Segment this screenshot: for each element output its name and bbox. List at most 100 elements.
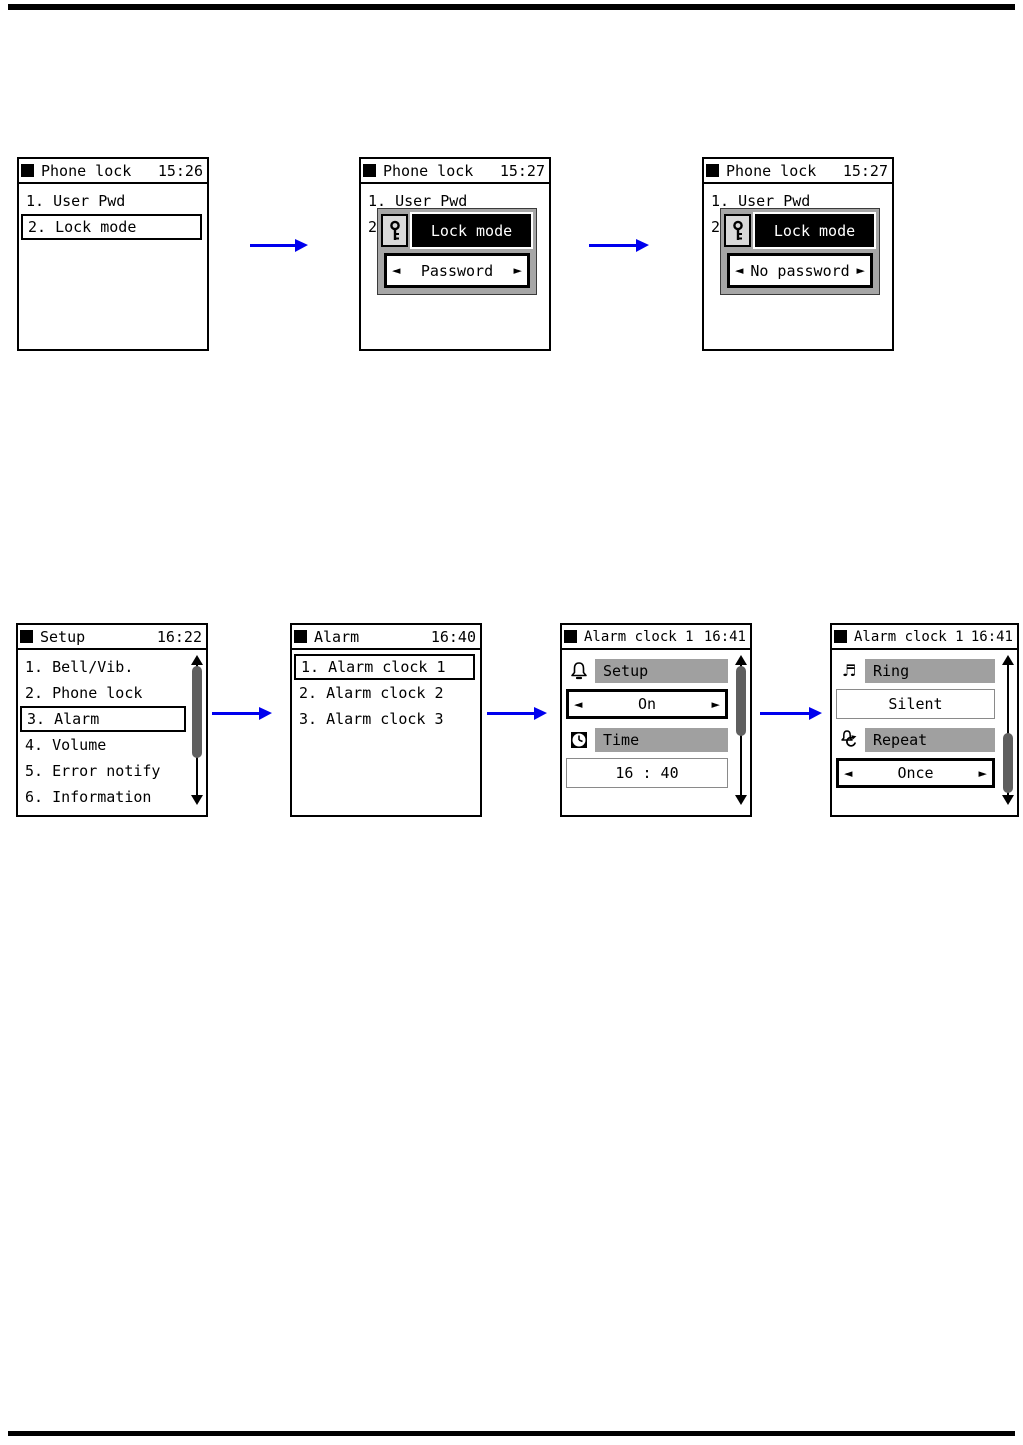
- repeat-once-selector[interactable]: ◄ Once ►: [836, 758, 995, 788]
- arrow-head: [295, 239, 308, 252]
- music-note-icon: ♬: [836, 659, 862, 683]
- section-label-ring: Ring: [865, 659, 995, 683]
- time-value-field[interactable]: 16 : 40: [566, 758, 728, 788]
- screen-header: Phone lock 15:26: [19, 159, 207, 184]
- flow-arrow-3: [212, 707, 272, 720]
- selector-value: No password: [750, 261, 850, 280]
- screen-title: Alarm clock 1: [584, 628, 694, 645]
- selector-left-arrow-icon[interactable]: ◄: [844, 766, 853, 780]
- page-bottom-rule: [8, 1431, 1015, 1436]
- menu-item-alarm-clock-3[interactable]: 3. Alarm clock 3: [299, 710, 444, 728]
- menu-square-icon: [834, 630, 847, 643]
- selector-left-arrow-icon[interactable]: ◄: [735, 264, 744, 277]
- section-label-setup: Setup: [595, 659, 728, 683]
- clock-text: 16:41: [703, 628, 746, 645]
- menu-item-lock-mode-selected[interactable]: 2. Lock mode: [21, 214, 202, 240]
- section-setup-row: Setup: [566, 659, 728, 683]
- screen-header: Alarm 16:40: [292, 625, 480, 650]
- selector-value: Password: [420, 261, 494, 280]
- arrow-head: [259, 707, 272, 720]
- menu-square-icon: [294, 630, 307, 643]
- lock-mode-popup: Lock mode ◄ Password ►: [377, 208, 537, 295]
- screen-header: Phone lock 15:27: [704, 159, 892, 184]
- popup-title: Lock mode: [753, 212, 876, 249]
- section-time-row: Time: [566, 728, 728, 752]
- screen-title: Setup: [40, 627, 86, 646]
- selector-right-arrow-icon[interactable]: ►: [978, 766, 987, 780]
- screen-title: Phone lock: [726, 161, 817, 180]
- menu-item-volume[interactable]: 4. Volume: [25, 736, 107, 754]
- menu-item-user-pwd[interactable]: 1. User Pwd: [368, 192, 468, 210]
- alarm-bell-icon: [566, 659, 592, 683]
- clock-text: 16:41: [970, 628, 1013, 645]
- section-ring-row: ♬ Ring: [836, 659, 995, 683]
- menu-item-alarm-clock-1-selected[interactable]: 1. Alarm clock 1: [294, 654, 475, 680]
- scrollbar[interactable]: [190, 655, 204, 805]
- section-repeat-row: Repeat: [836, 728, 995, 752]
- menu-square-icon: [20, 630, 33, 643]
- phone-screen-lock-2: Phone lock 15:27 1. User Pwd 2. Lock mod…: [359, 157, 551, 351]
- menu-item-alarm-selected[interactable]: 3. Alarm: [20, 706, 186, 732]
- lock-mode-selector[interactable]: ◄ Password ►: [384, 253, 530, 288]
- menu-item-user-pwd[interactable]: 1. User Pwd: [26, 192, 126, 210]
- selector-value: Once: [897, 764, 934, 782]
- arrow-head: [534, 707, 547, 720]
- phone-screen-setup: Setup 16:22 1. Bell/Vib. 2. Phone lock 3…: [16, 623, 208, 817]
- clock-text: 15:27: [499, 161, 545, 180]
- section-label-repeat: Repeat: [865, 728, 995, 752]
- menu-item-information[interactable]: 6. Information: [25, 788, 152, 806]
- screen-body: 1. User Pwd 2. Lock mode: [19, 184, 207, 347]
- selector-right-arrow-icon[interactable]: ►: [711, 697, 720, 711]
- clock-icon: [566, 728, 592, 752]
- clock-text: 16:40: [430, 627, 476, 646]
- screen-header: Alarm clock 1 16:41: [832, 625, 1017, 650]
- flow-arrow-1: [250, 239, 308, 252]
- selector-value: On: [637, 695, 657, 713]
- popup-title-row: Lock mode: [721, 209, 879, 249]
- repeat-bell-icon: [836, 728, 862, 752]
- phone-screen-alarm-clock-setup: Alarm clock 1 16:41 Setup ◄ On ►: [560, 623, 752, 817]
- screen-body: 1. Bell/Vib. 2. Phone lock 3. Alarm 4. V…: [18, 650, 206, 813]
- menu-item-user-pwd[interactable]: 1. User Pwd: [711, 192, 811, 210]
- popup-title-row: Lock mode: [378, 209, 536, 249]
- key-icon-box: [724, 214, 751, 247]
- key-icon: [389, 220, 400, 240]
- arrow-shaft: [212, 712, 262, 715]
- selector-left-arrow-icon[interactable]: ◄: [574, 697, 583, 711]
- arrow-head: [636, 239, 649, 252]
- screen-title: Phone lock: [41, 161, 132, 180]
- screen-header: Phone lock 15:27: [361, 159, 549, 184]
- ring-value-field[interactable]: Silent: [836, 689, 995, 719]
- section-label-time: Time: [595, 728, 728, 752]
- lock-mode-selector[interactable]: ◄ No password ►: [727, 253, 873, 288]
- screen-header: Setup 16:22: [18, 625, 206, 650]
- selector-right-arrow-icon[interactable]: ►: [856, 264, 865, 277]
- screen-title: Alarm clock 1: [854, 628, 964, 645]
- lock-mode-popup: Lock mode ◄ No password ►: [720, 208, 880, 295]
- scrollbar[interactable]: [1001, 655, 1015, 805]
- selector-right-arrow-icon[interactable]: ►: [513, 264, 522, 277]
- menu-square-icon: [363, 164, 376, 177]
- arrow-head: [809, 707, 822, 720]
- phone-screen-lock-3: Phone lock 15:27 1. User Pwd 2. Lock mod…: [702, 157, 894, 351]
- phone-screen-alarm-clock-ring: Alarm clock 1 16:41 ♬ Ring Silent Repeat…: [830, 623, 1019, 817]
- scrollbar[interactable]: [734, 655, 748, 805]
- clock-text: 15:27: [842, 161, 888, 180]
- setup-on-selector[interactable]: ◄ On ►: [566, 689, 728, 719]
- clock-text: 15:26: [157, 161, 203, 180]
- arrow-shaft: [589, 244, 639, 247]
- menu-item-phone-lock[interactable]: 2. Phone lock: [25, 684, 143, 702]
- selector-left-arrow-icon[interactable]: ◄: [392, 264, 401, 277]
- flow-arrow-5: [760, 707, 822, 720]
- screen-title: Phone lock: [383, 161, 474, 180]
- screen-body: 1. User Pwd 2. Lock mode ◄ Password ►: [361, 184, 549, 347]
- menu-item-bell-vib[interactable]: 1. Bell/Vib.: [25, 658, 134, 676]
- menu-square-icon: [564, 630, 577, 643]
- screen-body: 1. User Pwd 2. Lock mode ◄ No password ►: [704, 184, 892, 347]
- arrow-shaft: [250, 244, 298, 247]
- flow-arrow-2: [589, 239, 649, 252]
- menu-item-alarm-clock-2[interactable]: 2. Alarm clock 2: [299, 684, 444, 702]
- screen-body: Setup ◄ On ► Time 16 : 40: [562, 650, 750, 813]
- menu-square-icon: [21, 164, 34, 177]
- menu-item-error-notify[interactable]: 5. Error notify: [25, 762, 161, 780]
